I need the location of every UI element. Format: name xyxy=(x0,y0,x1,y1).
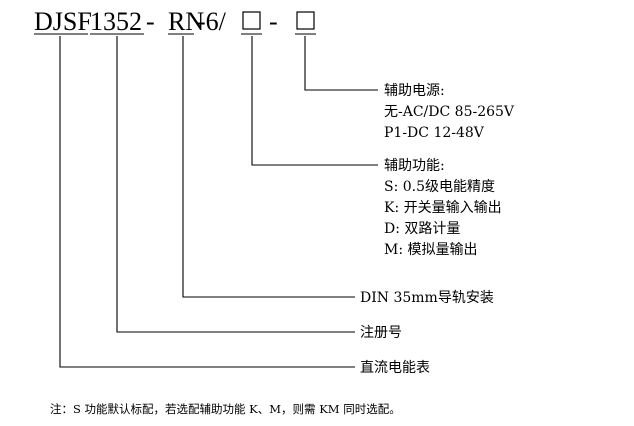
leader-lines xyxy=(59,36,378,368)
model-part-1352: 1352 xyxy=(90,7,142,36)
model-part-djsf: DJSF xyxy=(34,7,92,36)
leader-product xyxy=(59,36,355,368)
product-label: 直流电能表 xyxy=(360,359,430,376)
aux-function-item: D: 双路计量 xyxy=(384,221,460,237)
aux-power-block: 辅助电源: 无-AC/DC 85-265V P1-DC 12-48V xyxy=(384,83,515,141)
aux-function-item: M: 模拟量输出 xyxy=(384,242,478,258)
model-part-dash-2: - xyxy=(269,7,278,36)
reg-no-label: 注册号 xyxy=(360,325,402,341)
aux-power-item: P1-DC 12-48V xyxy=(384,125,485,141)
aux-function-title: 辅助功能: xyxy=(384,158,445,174)
leader-aux-function xyxy=(251,36,378,166)
aux-power-title: 辅助电源: xyxy=(384,83,445,99)
aux-power-item: 无-AC/DC 85-265V xyxy=(384,104,515,120)
option-box-aux-function xyxy=(242,11,261,30)
model-part-dash-1: - xyxy=(146,7,155,36)
model-part-rn: RN xyxy=(168,7,204,36)
leader-mounting xyxy=(182,36,355,298)
mounting-label: DIN 35mm导轨安装 xyxy=(360,290,494,306)
aux-function-block: 辅助功能: S: 0.5级电能精度 K: 开关量输入输出 D: 双路计量 M: … xyxy=(384,158,502,258)
aux-function-item: K: 开关量输入输出 xyxy=(384,200,502,216)
footnote: 注：S 功能默认标配，若选配辅助功能 K、M，则需 KM 同时选配。 xyxy=(50,402,401,416)
option-box-aux-power xyxy=(296,11,315,30)
model-code: DJSF 1352 - RN -6/ - xyxy=(34,7,315,36)
leader-reg-no xyxy=(116,36,355,333)
model-part-6: -6/ xyxy=(197,7,227,36)
leader-aux-power xyxy=(304,36,378,91)
aux-function-item: S: 0.5级电能精度 xyxy=(384,179,495,195)
